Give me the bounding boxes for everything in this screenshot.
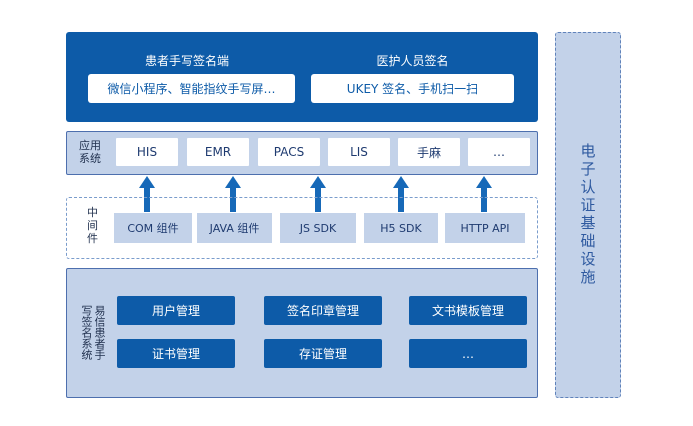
app-box-more: … (468, 138, 530, 166)
application-system-label: 应用系统 (79, 139, 101, 165)
user-management: 用户管理 (117, 296, 235, 325)
middleware-label: 中间件 (87, 206, 98, 245)
middleware-panel (66, 197, 538, 259)
system-more: … (409, 339, 527, 368)
app-box-pacs: PACS (258, 138, 320, 166)
staff-signing-methods: UKEY 签名、手机扫一扫 (311, 74, 514, 103)
middleware-java: JAVA 组件 (197, 213, 272, 243)
app-box-lis: LIS (328, 138, 390, 166)
document-template-management: 文书模板管理 (409, 296, 527, 325)
e-cert-infrastructure-label: 电子认证基础设施 (578, 143, 597, 287)
app-box-anesthesia: 手麻 (398, 138, 460, 166)
patient-signing-methods: 微信小程序、智能指纹手写屏… (88, 74, 295, 103)
arrow-up-icon (139, 176, 155, 212)
signing-system-label: 写签名系统 (80, 305, 93, 360)
patient-signing-title: 患者手写签名端 (144, 54, 229, 68)
middleware-js-sdk: JS SDK (280, 213, 356, 243)
evidence-storage-management: 存证管理 (264, 339, 382, 368)
middleware-com: COM 组件 (114, 213, 192, 243)
app-box-emr: EMR (187, 138, 249, 166)
e-cert-infrastructure-panel: 电子认证基础设施 (555, 32, 621, 398)
app-box-his: HIS (116, 138, 178, 166)
staff-signing-title: 医护人员签名 (376, 54, 449, 68)
arrow-up-icon (225, 176, 241, 212)
arrow-up-icon (393, 176, 409, 212)
arrow-up-icon (310, 176, 326, 212)
certificate-management: 证书管理 (117, 339, 235, 368)
signing-system-panel (66, 268, 538, 398)
middleware-http-api: HTTP API (445, 213, 525, 243)
middleware-h5-sdk: H5 SDK (364, 213, 438, 243)
arrow-up-icon (476, 176, 492, 212)
signature-seal-management: 签名印章管理 (264, 296, 382, 325)
signing-system-label-2: 易信患者手 (93, 305, 106, 360)
